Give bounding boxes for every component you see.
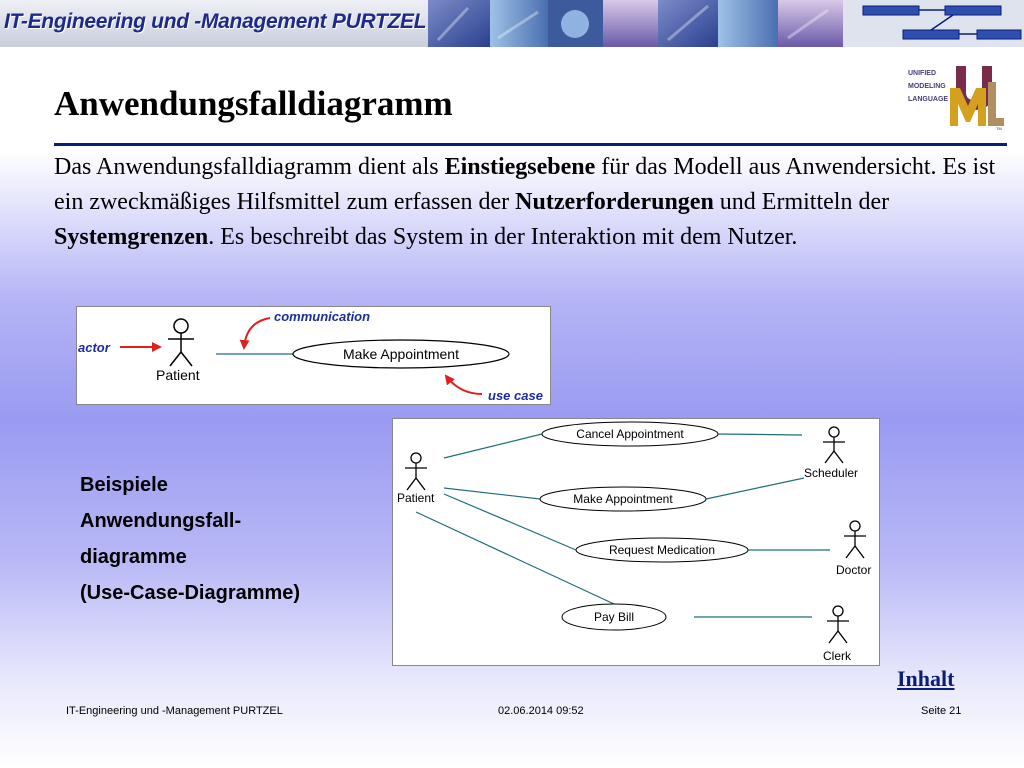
intro-paragraph: Das Anwendungsfalldiagramm dient als Ein… <box>54 150 1004 255</box>
actor-name-label: Patient <box>156 367 200 383</box>
actor-scheduler: Scheduler <box>804 426 858 480</box>
association-lines <box>415 433 830 618</box>
actor-scheduler-label: Scheduler <box>804 466 858 480</box>
footer-page-number: Seite 21 <box>921 705 962 717</box>
intro-text-1: Das Anwendungsfalldiagramm dient als <box>54 154 445 180</box>
slide-title: Anwendungsfalldiagramm <box>54 84 453 123</box>
use-case-pay-label: Pay Bill <box>594 610 634 624</box>
intro-bold-systemgrenzen: Systemgrenzen <box>54 224 209 250</box>
header-banner: IT-Engineering und -Management PURTZEL <box>0 0 1024 47</box>
actor-clerk-label: Clerk <box>823 649 852 663</box>
use-case-make: Make Appointment <box>539 486 707 512</box>
examples-line-1: Beispiele <box>80 474 168 496</box>
logo-line-2: MODELING <box>908 83 946 90</box>
use-case-request-label: Request Medication <box>609 543 715 557</box>
use-case-cancel: Cancel Appointment <box>541 421 719 447</box>
examples-line-4: (Use-Case-Diagramme) <box>80 582 301 604</box>
actor-doctor-label: Doctor <box>836 563 871 577</box>
examples-line-3: diagramme <box>80 546 187 568</box>
actor-clerk: Clerk <box>823 605 852 663</box>
examples-line-2: Anwendungsfall- <box>80 510 242 532</box>
use-case-label: Make Appointment <box>343 346 459 362</box>
use-case-make-label: Make Appointment <box>573 492 673 506</box>
actor-annotation: actor <box>78 340 111 355</box>
banner-diagram-graphic <box>843 0 1024 47</box>
communication-arrow <box>239 317 271 350</box>
use-case-annotation: use case <box>488 388 543 403</box>
logo-letter-m <box>950 88 986 126</box>
intro-bold-nutzerforderungen: Nutzerforderungen <box>515 189 714 215</box>
actor-stick-figure <box>168 318 194 367</box>
actor-patient: Patient <box>397 452 435 505</box>
use-case-pay: Pay Bill <box>561 603 667 631</box>
uml-logo: UNIFIED MODELING LANGUAGE TM <box>904 58 1008 132</box>
inhalt-link[interactable]: Inhalt <box>897 666 955 691</box>
use-case-request: Request Medication <box>575 537 749 563</box>
logo-tm: TM <box>996 126 1002 131</box>
use-case-arrow <box>444 374 483 395</box>
logo-letter-l <box>988 82 1004 126</box>
banner-title-box: IT-Engineering und -Management PURTZEL <box>0 0 428 47</box>
actor-doctor: Doctor <box>836 520 871 577</box>
logo-line-1: UNIFIED <box>908 70 936 77</box>
intro-text-2: für das Modell aus Anwendersicht. Es ist… <box>54 154 996 215</box>
figure-use-case-diagram: Cancel Appointment Make Appointment Requ… <box>392 418 880 666</box>
intro-text-4: . Es beschreibt das System in der Intera… <box>208 224 798 250</box>
examples-caption: Beispiele Anwendungsfall- diagramme (Use… <box>80 467 380 611</box>
banner-title: IT-Engineering und -Management PURTZEL <box>4 10 427 33</box>
footer-date: 02.06.2014 09:52 <box>498 705 584 717</box>
intro-bold-einstiegsebene: Einstiegsebene <box>444 154 596 180</box>
banner-photo-strip <box>428 0 843 47</box>
use-case-ellipse <box>292 339 510 369</box>
actor-patient-label: Patient <box>397 491 435 505</box>
title-underline <box>54 143 1007 146</box>
intro-text-3: und Ermitteln der <box>713 189 890 215</box>
logo-line-3: LANGUAGE <box>908 96 948 103</box>
figure-notation-explained: Patient actor communication Make Appoint… <box>76 306 551 405</box>
communication-annotation: communication <box>274 309 370 324</box>
footer-company: IT-Engineering und -Management PURTZEL <box>66 705 283 717</box>
use-case-cancel-label: Cancel Appointment <box>576 427 684 441</box>
